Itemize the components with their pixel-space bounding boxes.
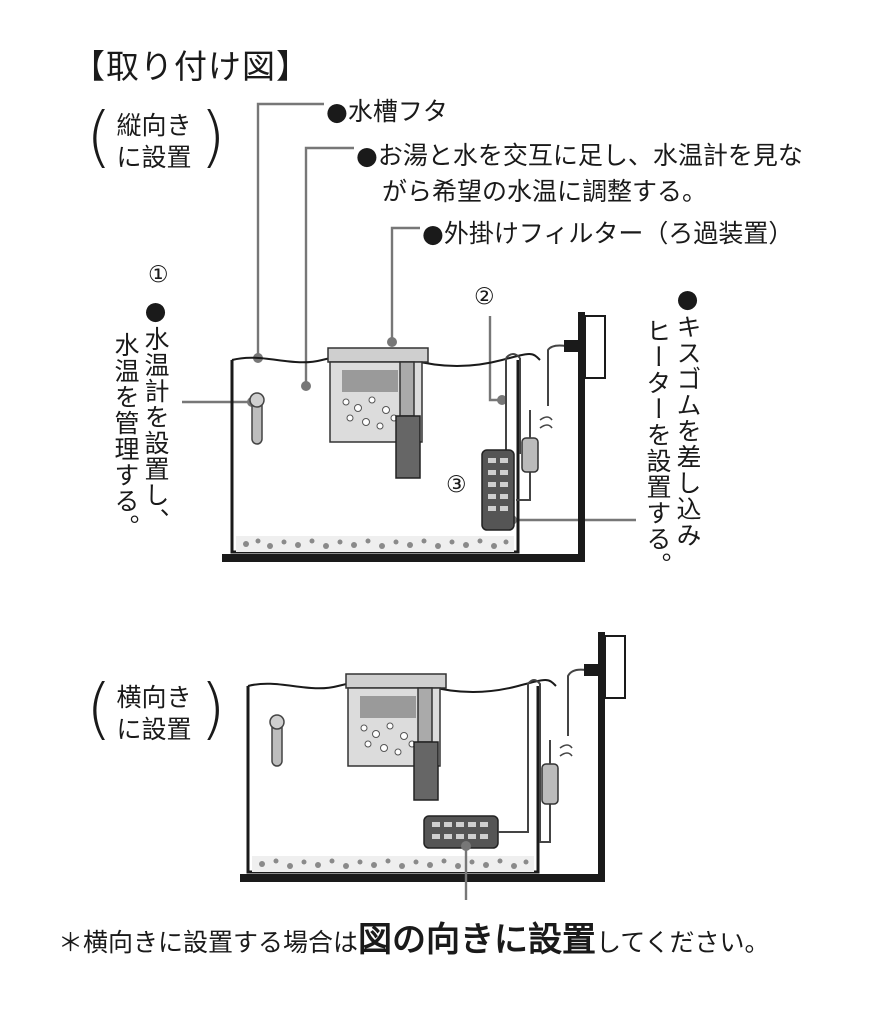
orientation-vertical-line1: 縦向き [116,111,192,140]
orientation-label-horizontal: 横向き に設置 [108,682,200,746]
page-title: 【取り付け図】 [72,47,310,86]
heater-text-column2: ヒーターを設置する。 [643,318,672,578]
thermometer-top [249,392,265,445]
step1-text-column1: ●水温計を設置し、 [141,296,170,534]
hang-on-filter-top [327,347,429,479]
heater-text-column1: ●キスゴムを差し込み [673,284,702,548]
orientation-horizontal-line2: に設置 [116,715,192,744]
orientation-horizontal-line1: 横向き [116,683,192,712]
right-paren-horizontal: ) [200,670,226,747]
step1-text-column2: 水温を管理する。 [111,332,140,540]
thermometer-bottom [269,714,285,767]
footnote-emphasis: 図の向きに設置 [358,920,597,960]
left-paren-vertical: ( [86,98,112,175]
filter-label: ●外掛けフィルター（ろ過装置） [422,219,794,248]
footnote: ＊横向きに設置する場合は図の向きに設置してください。 [58,912,770,961]
hot-water-label-line2: がら希望の水温に調整する。 [382,177,708,206]
orientation-vertical-line2: に設置 [116,143,192,172]
leader-lines-top [182,102,636,522]
heater-horizontal [423,664,598,900]
orientation-label-vertical: 縦向き に設置 [108,110,200,174]
step1-number: ① [148,262,169,288]
left-paren-horizontal: ( [86,670,112,747]
hang-on-filter-bottom [345,673,447,801]
heater-vertical [481,340,578,531]
footnote-suffix: してください。 [596,928,770,957]
footnote-prefix: ＊横向きに設置する場合は [58,928,359,957]
right-paren-vertical: ) [200,98,226,175]
step2-number: ② [474,284,495,310]
tank-top [222,312,606,562]
hot-water-label-line1: ●お湯と水を交互に足し、水温計を見な [356,141,803,170]
lid-label: ●水槽フタ [326,97,448,126]
step3-number: ③ [446,472,467,498]
